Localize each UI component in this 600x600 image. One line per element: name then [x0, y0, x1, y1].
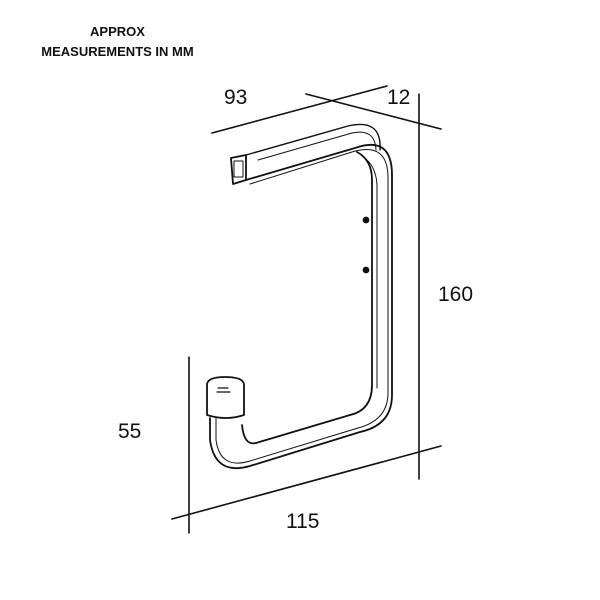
depth-dim-line: [211, 85, 388, 134]
thickness-label: 12: [387, 86, 411, 109]
square-tube-end: [230, 154, 247, 185]
hook-body: [206, 123, 393, 470]
depth-label: 93: [224, 86, 248, 109]
title-approx: APPROX: [90, 24, 145, 39]
hook-inner: [241, 151, 373, 445]
width-dim-line: [171, 445, 442, 520]
thickness-dim-line: [305, 93, 442, 130]
hook-outer: [209, 143, 393, 470]
rubber-cap: [206, 376, 245, 419]
hook-height-label: 55: [118, 420, 142, 443]
dimension-lines: [171, 85, 442, 534]
height-label: 160: [438, 283, 474, 306]
width-label: 115: [286, 510, 320, 533]
title-measurements: MEASUREMENTS IN MM: [41, 44, 194, 59]
